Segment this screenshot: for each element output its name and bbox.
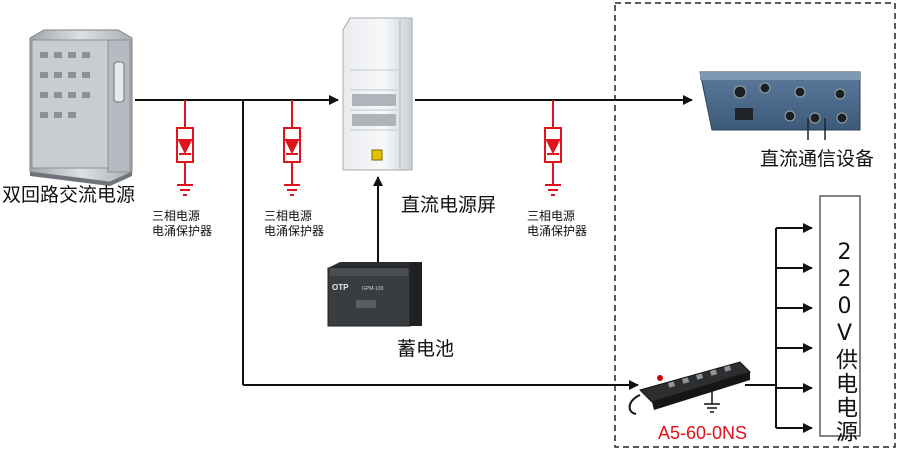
spd3-line2: 电涌保护器 [527, 224, 588, 238]
spd2-label: 三相电源 电涌保护器 [264, 209, 324, 239]
ground-icon [704, 388, 720, 413]
ac-supply-box [819, 195, 861, 437]
ac-source-label: 双回路交流电源 [2, 184, 136, 206]
equipment-room-border [614, 2, 896, 448]
spd1-line1: 三相电源 [152, 209, 201, 223]
surge-protector-icon [176, 100, 194, 196]
battery-label: 蓄电池 [397, 338, 455, 360]
battery-icon: OTP GPM-100 [327, 262, 422, 327]
dc-rack-icon [342, 17, 413, 171]
spd3-line1: 三相电源 [527, 209, 576, 223]
pdu-icon [628, 361, 751, 415]
svg-text:GPM-100: GPM-100 [362, 286, 384, 292]
spd2-line2: 电涌保护器 [264, 224, 325, 238]
svg-text:OTP: OTP [332, 283, 349, 292]
surge-protector-icon [283, 100, 301, 196]
spd1-label: 三相电源 电涌保护器 [152, 209, 212, 239]
surge-protector-icon [544, 100, 562, 196]
ac-supply-label: 220V供电电源 [832, 240, 857, 444]
dc-equipment-icon [699, 71, 861, 140]
pdu-model-label: A5-60-0NS [658, 423, 748, 443]
dc-screen-label: 直流电源屏 [401, 194, 497, 216]
spd3-label: 三相电源 电涌保护器 [527, 209, 587, 239]
dc-equipment-label: 直流通信设备 [760, 148, 875, 170]
spd2-line1: 三相电源 [264, 209, 313, 223]
ac-cabinet-icon [29, 29, 133, 186]
spd1-line2: 电涌保护器 [152, 224, 213, 238]
